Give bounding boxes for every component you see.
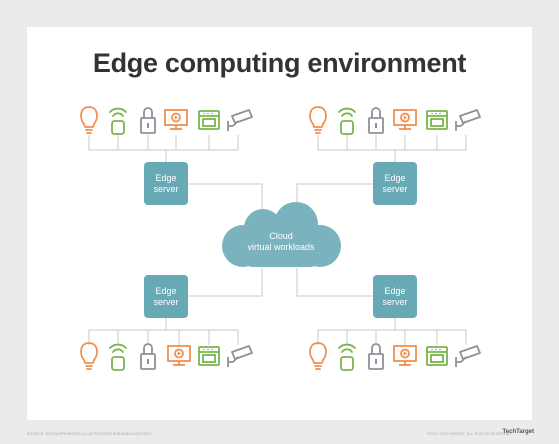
edge-server-label-line1: Edge (155, 286, 176, 296)
appliance-icon (198, 110, 220, 130)
camera-icon (455, 345, 481, 368)
lock-icon (140, 107, 156, 134)
edge-server-top-right: Edge server (373, 162, 417, 205)
wireless-sensor-icon (109, 107, 127, 135)
camera-icon (227, 345, 253, 368)
wireless-sensor-icon (109, 343, 127, 371)
device-group-bottom-right (309, 342, 481, 371)
lock-icon (140, 343, 156, 370)
appliance-icon (426, 110, 448, 130)
lightbulb-icon (309, 342, 327, 370)
appliance-icon (198, 346, 220, 366)
edge-server-label-line2: server (382, 184, 407, 194)
monitor-icon (393, 109, 417, 130)
wireless-sensor-icon (338, 107, 356, 135)
edge-server-bottom-right: Edge server (373, 275, 417, 318)
device-group-top-left (80, 106, 253, 135)
edge-server-label-line2: server (382, 297, 407, 307)
lock-icon (368, 343, 384, 370)
appliance-icon (426, 346, 448, 366)
cloud-label-line1: Cloud (269, 231, 293, 241)
edge-server-label-line1: Edge (155, 173, 176, 183)
cloud-label-line2: virtual workloads (247, 242, 315, 252)
edge-server-label-line1: Edge (384, 286, 405, 296)
edge-server-label-line1: Edge (384, 173, 405, 183)
edge-server-bottom-left: Edge server (144, 275, 188, 318)
monitor-icon (164, 109, 188, 130)
lock-icon (368, 107, 384, 134)
copyright-notice: ©2021 TECHTARGET. ALL RIGHTS RESERVED (427, 432, 511, 436)
device-group-bottom-left (80, 342, 253, 371)
lightbulb-icon (309, 106, 327, 134)
monitor-icon (167, 345, 191, 366)
diagram-title: Edge computing environment (92, 48, 467, 78)
camera-icon (455, 109, 481, 132)
cloud-node: Cloud virtual workloads (222, 202, 341, 267)
monitor-icon (393, 345, 417, 366)
edge-server-label-line2: server (153, 184, 178, 194)
camera-icon (227, 109, 253, 132)
edge-server-label-line2: server (153, 297, 178, 307)
brand-logo: TechTarget (502, 429, 534, 435)
source-credit: SOURCE: NEVIO/OPERATING ILLUSTRATIONS SU… (27, 432, 152, 436)
edge-server-top-left: Edge server (144, 162, 188, 205)
lightbulb-icon (80, 342, 98, 370)
device-group-top-right (309, 106, 481, 135)
wireless-sensor-icon (338, 343, 356, 371)
lightbulb-icon (80, 106, 98, 134)
